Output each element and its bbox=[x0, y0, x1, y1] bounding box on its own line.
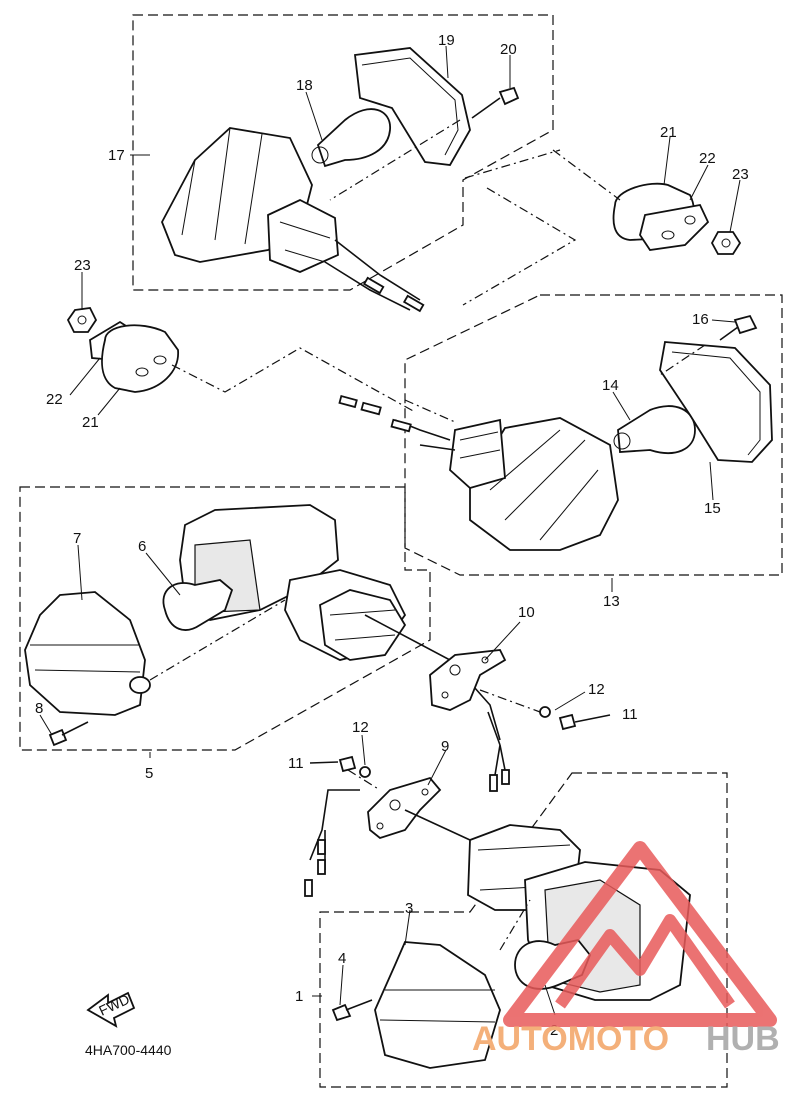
group-13-outline bbox=[404, 294, 783, 576]
callout-22-upper: 22 bbox=[699, 150, 716, 167]
watermark-text-gray: HUB bbox=[706, 1020, 780, 1058]
callout-23-left: 23 bbox=[74, 257, 91, 274]
forward-direction-arrow: FWD bbox=[86, 991, 136, 1028]
callout-21-left: 21 bbox=[82, 414, 99, 431]
callout-1: 1 bbox=[295, 988, 303, 1005]
callout-13: 13 bbox=[603, 593, 620, 610]
bracket-9 bbox=[304, 755, 471, 897]
callout-8: 8 bbox=[35, 700, 43, 717]
watermark-logo bbox=[503, 841, 777, 1027]
callout-6: 6 bbox=[138, 538, 146, 555]
rear-left-turn-signal bbox=[161, 47, 561, 313]
callout-5: 5 bbox=[145, 765, 153, 782]
mount-damper-set-left bbox=[66, 307, 416, 413]
callout-9: 9 bbox=[441, 738, 449, 755]
callout-20: 20 bbox=[500, 41, 517, 58]
front-right-turn-signal bbox=[331, 824, 691, 1069]
bracket-10 bbox=[429, 649, 611, 792]
callout-12-right: 12 bbox=[588, 681, 605, 698]
callout-10: 10 bbox=[518, 604, 535, 621]
callout-11-lower: 11 bbox=[288, 755, 304, 772]
callout-22-left: 22 bbox=[46, 391, 63, 408]
watermark-triangle-icon bbox=[503, 841, 777, 1027]
front-left-turn-signal bbox=[24, 504, 501, 747]
callout-12-lower: 12 bbox=[352, 719, 369, 736]
callout-16: 16 bbox=[692, 311, 709, 328]
group-17-outline bbox=[132, 14, 554, 291]
callout-15: 15 bbox=[704, 500, 721, 517]
callout-3: 3 bbox=[405, 900, 413, 917]
group-5-outline bbox=[19, 486, 431, 751]
callout-23-upper: 23 bbox=[732, 166, 749, 183]
callout-14: 14 bbox=[602, 377, 619, 394]
callout-21-upper: 21 bbox=[660, 124, 677, 141]
callout-4: 4 bbox=[338, 950, 346, 967]
leader-lines bbox=[39, 45, 741, 1016]
callout-19: 19 bbox=[438, 32, 455, 49]
callout-2: 2 bbox=[550, 1022, 558, 1039]
part-code: 4HA700-4440 bbox=[85, 1042, 172, 1058]
callout-7: 7 bbox=[73, 530, 81, 547]
callout-labels: 18 19 20 17 21 22 23 23 22 21 16 14 15 1… bbox=[35, 32, 749, 1039]
mount-damper-set-upper bbox=[462, 149, 742, 306]
rear-right-turn-signal bbox=[338, 314, 773, 551]
callout-11-right: 11 bbox=[622, 706, 638, 723]
group-1-outline bbox=[319, 772, 728, 1088]
callout-18: 18 bbox=[296, 77, 313, 94]
watermark-text-accent: AUTOMOTO bbox=[472, 1020, 669, 1058]
callout-17: 17 bbox=[108, 147, 125, 164]
